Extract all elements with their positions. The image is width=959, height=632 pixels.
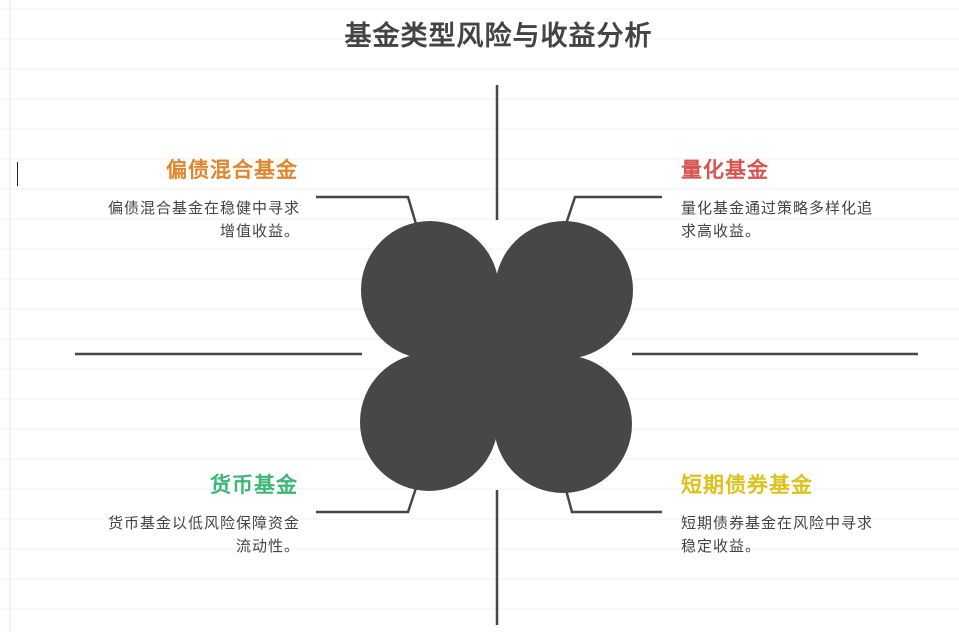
four-circle-shape: [360, 221, 633, 493]
desc-quant-fund: 量化基金通过策略多样化追求高收益。: [681, 199, 874, 240]
heading-money-fund: 货币基金: [210, 472, 298, 497]
desc-bond-mixed-fund: 偏债混合基金在稳健中寻求增值收益。: [107, 199, 300, 240]
desc-money-fund: 货币基金以低风险保障资金流动性。: [107, 514, 300, 555]
page-title: 基金类型风险与收益分析: [344, 21, 653, 52]
desc-short-bond-fund: 短期债券基金在风险中寻求稳定收益。: [681, 514, 874, 555]
circle-fill-center: [420, 290, 570, 425]
heading-quant-fund: 量化基金: [681, 157, 769, 182]
heading-bond-mixed-fund: 偏债混合基金: [166, 157, 298, 182]
connector-lines: [75, 85, 918, 625]
heading-short-bond-fund: 短期债券基金: [681, 472, 813, 497]
text-cursor: [17, 162, 18, 186]
